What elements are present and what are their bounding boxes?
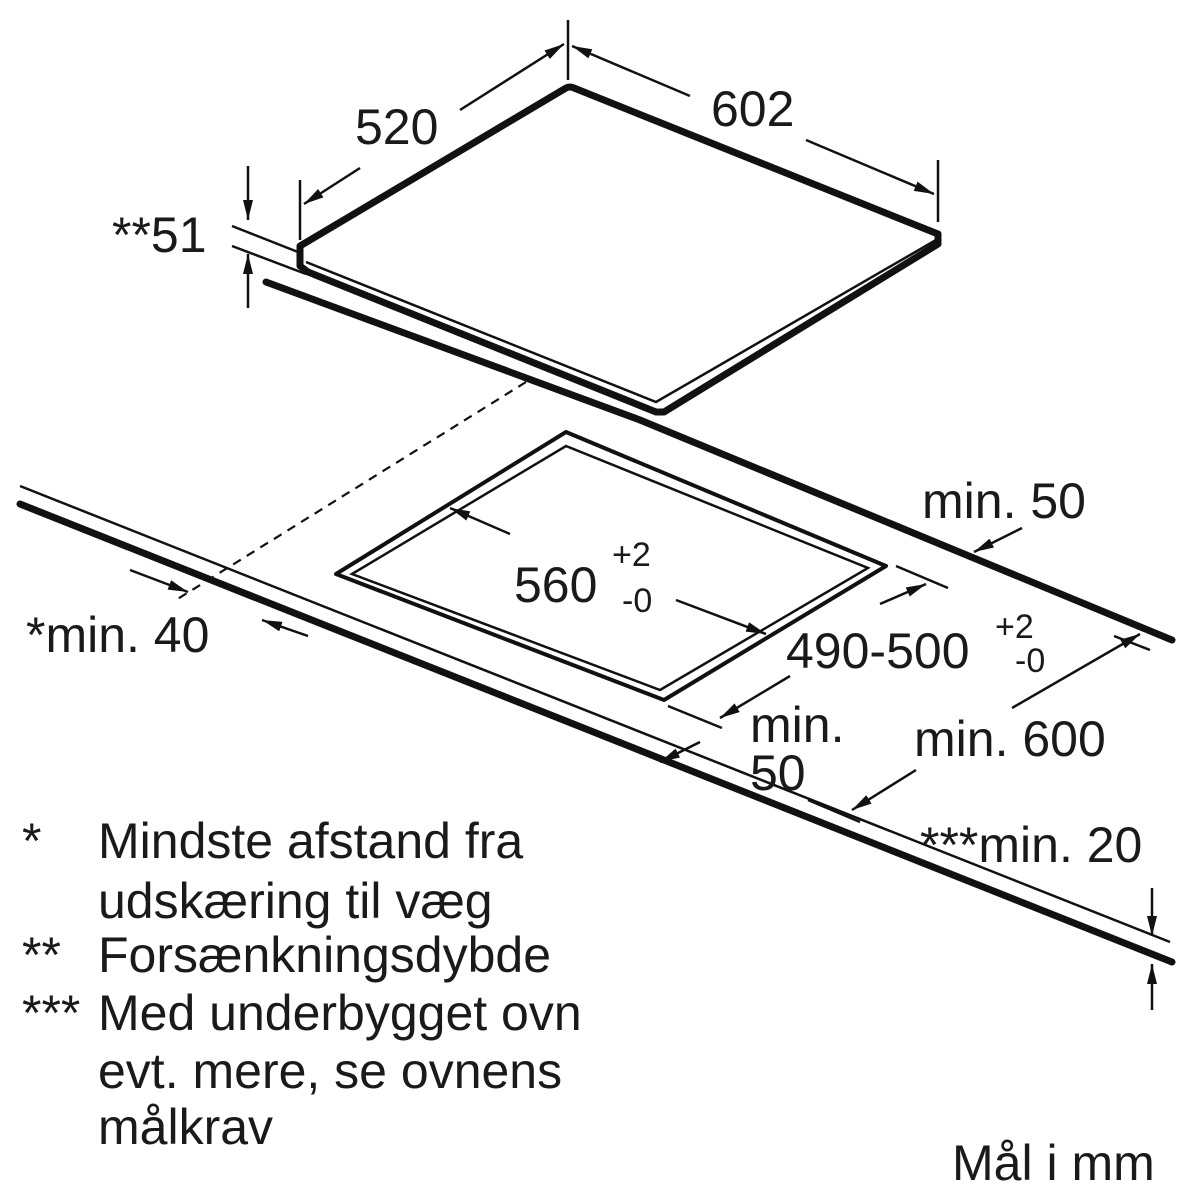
note-marker-2: ** <box>22 927 61 983</box>
hob-outline <box>262 83 942 424</box>
recess-depth-label: **51 <box>112 207 207 263</box>
note-2-line-1: Forsænkningsdybde <box>98 927 551 983</box>
depth-label: 520 <box>355 99 438 155</box>
width-dimension: 602 <box>571 44 940 222</box>
min-rear-label: min. 50 <box>922 473 1086 529</box>
cutout-depth-dimension: 490-500 +2 -0 <box>667 564 1045 730</box>
cutout-width-tol-plus: +2 <box>612 536 651 574</box>
cutout <box>334 430 888 702</box>
note-3-line-3: målkrav <box>98 1099 273 1155</box>
note-3-line-1: Med underbygget ovn <box>98 985 582 1041</box>
note-3-line-2: evt. mere, se ovnens <box>98 1043 562 1099</box>
min-front-dimension: min. 50 <box>659 697 844 801</box>
cutout-depth-tol-minus: -0 <box>1015 642 1045 680</box>
min-wall-dimension: *min. 40 <box>26 568 309 663</box>
note-marker-3: *** <box>22 985 80 1041</box>
cutout-width-tol-minus: -0 <box>622 582 652 620</box>
min-front-label-1: min. <box>750 697 844 753</box>
note-marker-1: * <box>22 813 41 869</box>
countertop <box>16 381 1176 966</box>
cutout-depth-tol-plus: +2 <box>995 608 1034 646</box>
cutout-width-dimension: 560 +2 -0 <box>449 506 767 636</box>
cutout-width-label: 560 <box>514 557 597 613</box>
note-1-line-2: udskæring til væg <box>98 873 493 929</box>
min-thickness-label: ***min. 20 <box>920 817 1142 873</box>
width-label: 602 <box>711 81 794 137</box>
note-1-line-1: Mindste afstand fra <box>98 813 523 869</box>
cutout-depth-label: 490-500 <box>786 623 970 679</box>
min-thickness-dimension: ***min. 20 <box>920 817 1157 1010</box>
notes: * Mindste afstand fra udskæring til væg … <box>22 813 582 1155</box>
depth-dimension: 520 <box>298 20 570 240</box>
min-counter-dimension: min. 600 <box>807 632 1151 824</box>
recess-depth-dimension: **51 <box>112 166 307 308</box>
min-front-label-2: 50 <box>750 745 806 801</box>
units-note: Mål i mm <box>952 1135 1155 1191</box>
min-rear-dimension: min. 50 <box>922 473 1086 554</box>
min-counter-label: min. 600 <box>914 711 1106 767</box>
min-wall-label: *min. 40 <box>26 607 209 663</box>
